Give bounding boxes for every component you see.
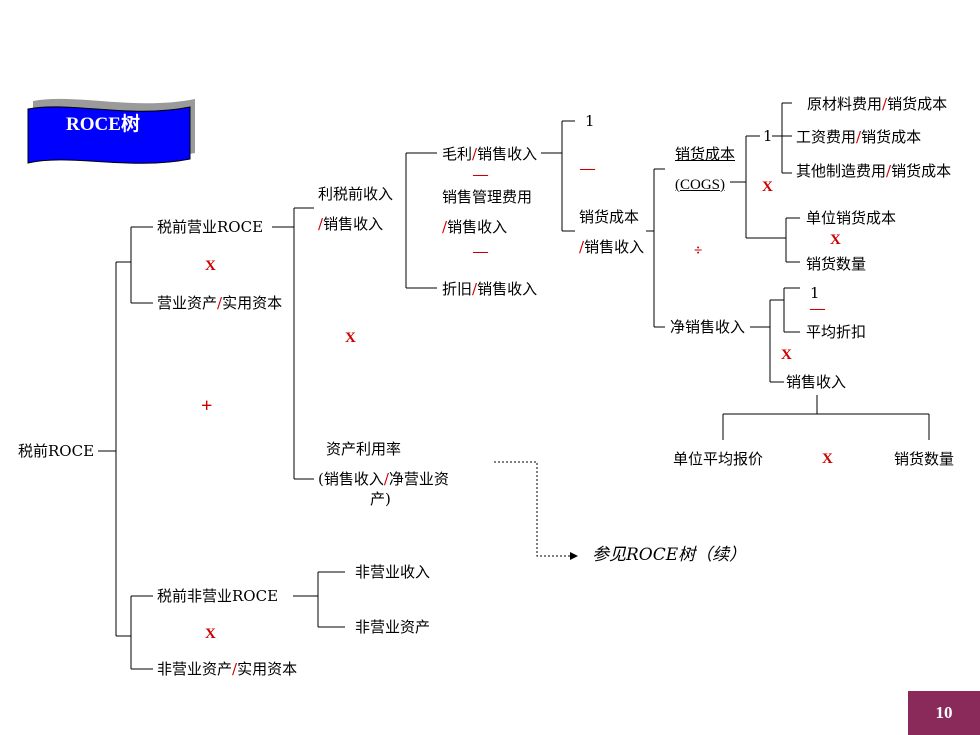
net-sales-minus: — (810, 301, 825, 317)
avg-price-label: 单位平均报价 (673, 450, 764, 468)
asset-utilization-line2: (销售收入/净营业资 (318, 470, 449, 488)
operating-assets-label: 营业资产/实用资本 (157, 294, 283, 312)
operating-roce-label: 税前营业ROCE (157, 218, 264, 236)
cogs-sales-line1: 销货成本 (579, 208, 640, 226)
minus-sign-2: — (473, 244, 488, 260)
cogs-multiply-sign: X (762, 179, 773, 195)
net-sales-multiply-sign: X (781, 347, 792, 363)
overhead-ratio: 其他制造费用/销货成本 (796, 162, 952, 180)
minus-sign-1: — (473, 167, 488, 183)
banner-shape (27, 98, 195, 164)
cogs-abbr: (COGS) (675, 177, 726, 193)
sales-multiply-sign: X (822, 451, 833, 467)
net-sales-one: 1 (810, 284, 820, 302)
non-operating-roce-label: 税前非营业ROCE (157, 587, 279, 605)
unit-cost-label: 单位销货成本 (806, 209, 897, 227)
asset-utilization-line3: 产) (370, 490, 391, 508)
cogs-label: 销货成本 (675, 145, 736, 163)
non-operating-income-label: 非营业收入 (355, 563, 431, 581)
plus-sign: + (201, 395, 213, 417)
gross-profit-ratio: 毛利/销售收入 (442, 145, 538, 163)
middle-multiply-sign: X (345, 330, 356, 346)
banner-title: ROCE树 (66, 114, 140, 135)
ebit-line2: /销售收入 (318, 215, 384, 233)
sales-qty-label: 销货数量 (894, 450, 955, 468)
reference-link[interactable]: 参见ROCE树（续） (592, 545, 747, 565)
quantity-label: 销货数量 (806, 255, 867, 273)
depreciation-ratio: 折旧/销售收入 (442, 280, 538, 298)
non-operating-assets-label: 非营业资产 (355, 618, 431, 636)
divide-sign: ÷ (694, 243, 703, 259)
sales-label: 销售收入 (786, 373, 847, 391)
gp-one: 1 (585, 112, 595, 130)
gp-minus: — (580, 161, 595, 177)
root-label: 税前ROCE (18, 442, 95, 460)
non-operating-assets-capital: 非营业资产/实用资本 (157, 660, 298, 678)
material-ratio: 原材料费用/销货成本 (807, 95, 948, 113)
ebit-line1: 利税前收入 (318, 185, 394, 203)
discount-label: 平均折扣 (806, 323, 867, 341)
unit-multiply-sign: X (830, 232, 841, 248)
page-number-badge: 10 (908, 691, 980, 735)
asset-utilization-line1: 资产利用率 (326, 440, 402, 458)
net-sales-label: 净销售收入 (670, 318, 746, 336)
sga-line2: /销售收入 (442, 218, 508, 236)
cogs-sales-line2: /销售收入 (579, 238, 645, 256)
labor-ratio: 工资费用/销货成本 (796, 128, 922, 146)
cogs-one: 1 (763, 127, 773, 145)
sga-line1: 销售管理费用 (442, 188, 533, 206)
non-operating-multiply-sign: X (205, 626, 216, 642)
operating-multiply-sign: X (205, 258, 216, 274)
